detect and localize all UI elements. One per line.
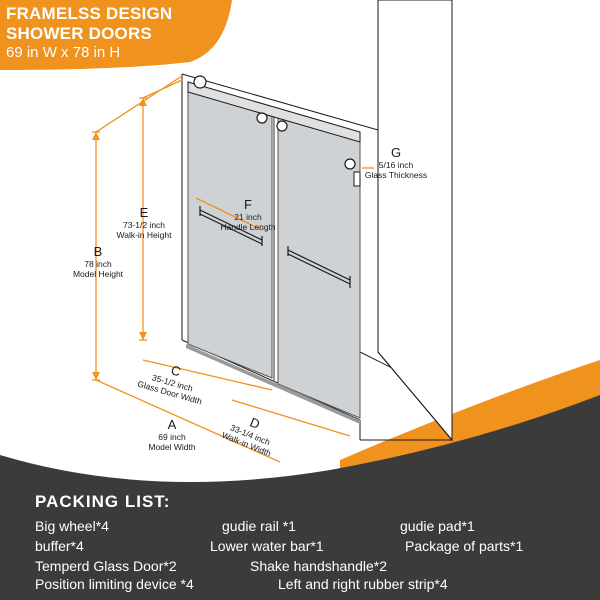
packing-list-title: PACKING LIST: — [35, 492, 171, 511]
handle-right — [287, 246, 351, 288]
packing-item: Position limiting device *4 — [35, 576, 194, 592]
roller-mid1 — [256, 112, 268, 124]
roller-right — [344, 158, 356, 170]
packing-item: Lower water bar*1 — [210, 538, 324, 554]
title-block: FRAMELSS DESIGN SHOWER DOORS 69 in W x 7… — [0, 0, 220, 62]
packing-item: Shake handshandle*2 — [250, 558, 388, 574]
packing-item: Temperd Glass Door*2 — [35, 558, 177, 574]
rail-end-cap — [353, 171, 361, 187]
packing-item: Big wheel*4 — [35, 518, 109, 534]
packing-list: PACKING LIST: Big wheel*4 gudie rail *1 … — [0, 470, 600, 600]
back-wall — [377, 0, 453, 442]
handle-left — [199, 206, 263, 246]
dimension-e-label: E 73-1/2 inch Walk-in Height — [116, 205, 172, 241]
packing-item: gudie rail *1 — [222, 518, 296, 534]
roller-mid2 — [276, 120, 288, 132]
packing-item: buffer*4 — [35, 538, 84, 554]
title-line-2: SHOWER DOORS — [6, 24, 152, 43]
bottom-track — [186, 344, 360, 424]
title-line-1: FRAMELSS DESIGN — [6, 4, 173, 23]
packing-item: Left and right rubber strip*4 — [278, 576, 448, 592]
title-orange-shape — [0, 0, 232, 70]
dark-panel — [0, 395, 600, 600]
roller-left — [193, 75, 207, 89]
arrow-heads — [92, 98, 147, 380]
packing-item: Package of parts*1 — [405, 538, 524, 554]
dimension-a-label: A 69 inch Model Width — [148, 417, 196, 453]
dimension-b-label: B 78 inch Model Height — [72, 244, 124, 280]
title-line-3: 69 in W x 78 in H — [6, 44, 121, 61]
dimension-f-label: F 21 inch Handle Length — [220, 197, 276, 233]
dimension-lines — [92, 75, 374, 463]
dimension-g-label: G 5/16 inch Glass Thickness — [364, 145, 428, 181]
packing-item: gudie pad*1 — [400, 518, 475, 534]
top-rail — [187, 81, 361, 143]
